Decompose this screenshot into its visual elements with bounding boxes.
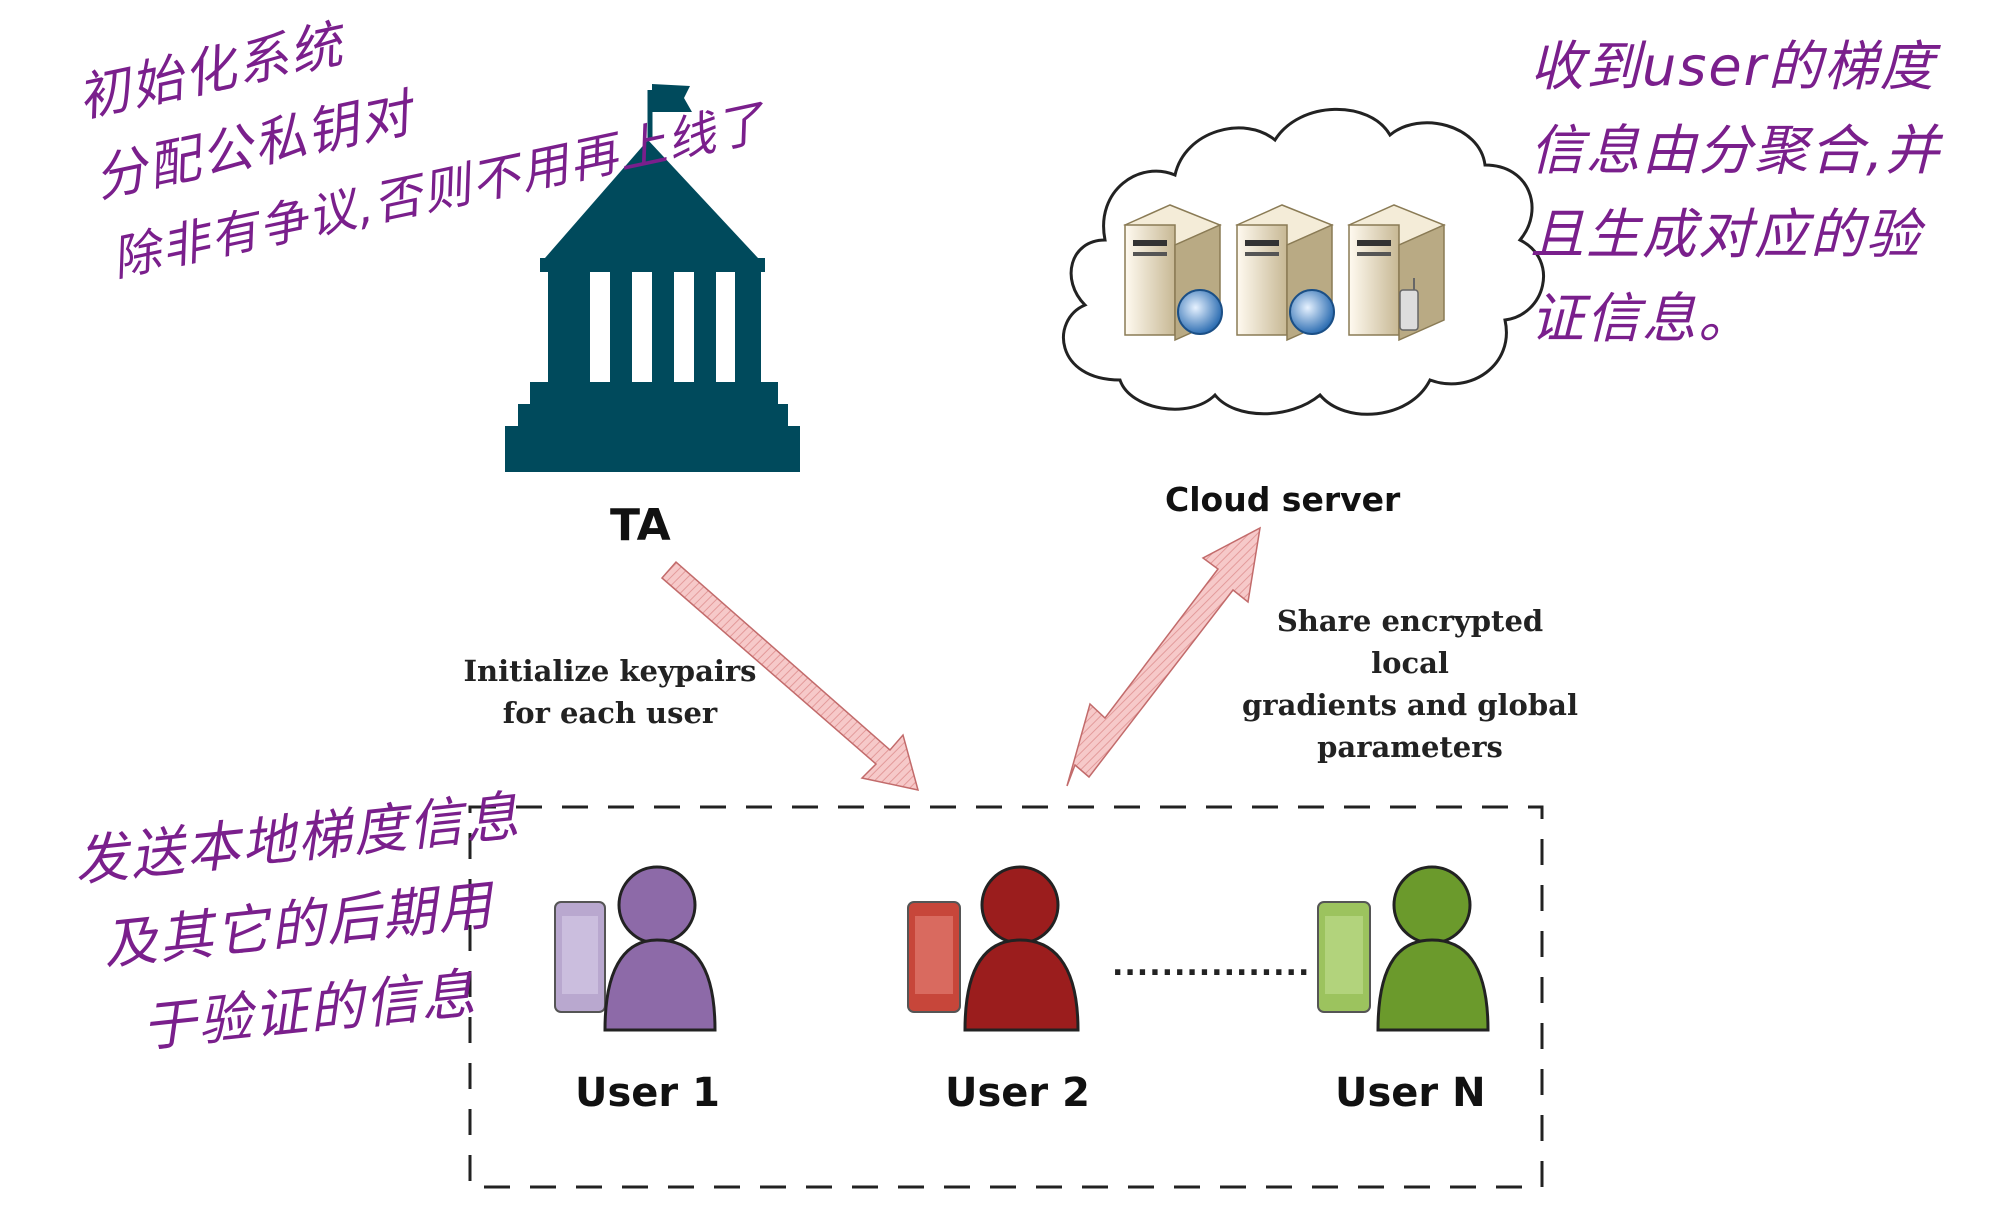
note-line: 且生成对应的验: [1530, 203, 1922, 266]
handwritten-note-users: 发送本地梯度信息 及其它的后期用 于验证的信息: [70, 773, 543, 1076]
edge-label-line: parameters: [1317, 730, 1503, 764]
edge-label-share-gradients: Share encrypted local gradients and glob…: [1235, 600, 1585, 768]
arrow-users-cloud: [1066, 526, 1261, 787]
ta-building-icon: [505, 84, 800, 472]
cloud-icon: [1062, 107, 1546, 416]
users-ellipsis: ................: [1112, 948, 1311, 983]
user-1-icon: [554, 865, 717, 1032]
note-line: 信息由分聚合,并: [1530, 119, 1942, 182]
server-2-icon: [1235, 204, 1335, 342]
users-group-box: [468, 805, 1544, 1189]
cloud-server-label: Cloud server: [1165, 480, 1401, 519]
edge-label-line: Initialize keypairs: [463, 654, 757, 688]
user-n-label: User N: [1335, 1070, 1486, 1116]
note-line: 证信息。: [1530, 287, 1754, 350]
edge-label-line: for each user: [502, 696, 718, 730]
note-line: 收到user的梯度: [1530, 35, 1936, 98]
server-1-icon: [1123, 204, 1223, 342]
user-n-icon: [1317, 865, 1490, 1032]
edge-label-line: Share encrypted local: [1276, 604, 1544, 680]
edge-label-line: gradients and global: [1242, 688, 1578, 722]
user-2-label: User 2: [945, 1070, 1090, 1116]
user-2-icon: [907, 865, 1080, 1032]
handwritten-note-cloud: 收到user的梯度 信息由分聚合,并 且生成对应的验 证信息。: [1530, 25, 1941, 361]
user-1-label: User 1: [575, 1070, 720, 1116]
server-3-icon: [1347, 204, 1446, 342]
arrow-ta-to-users: [660, 560, 920, 791]
edge-label-initialize-keypairs: Initialize keypairs for each user: [445, 650, 775, 734]
ta-label: TA: [610, 500, 671, 551]
